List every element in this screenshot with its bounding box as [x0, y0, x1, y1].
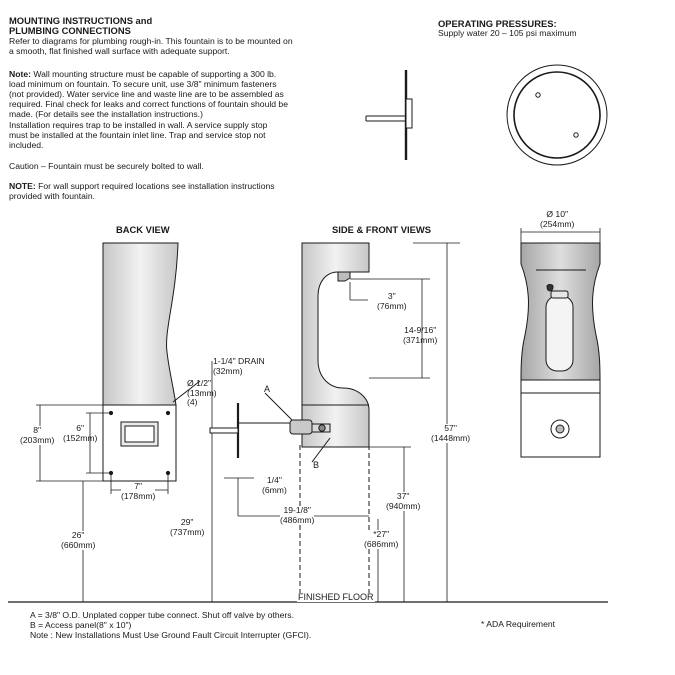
note2-line-2: provided with fountain.: [9, 191, 95, 201]
note1-line-6: Installation requires trap to be install…: [9, 120, 268, 130]
back-view: [102, 242, 201, 482]
caution-text: Caution – Fountain must be securely bolt…: [9, 161, 204, 171]
dim-6-value: 6"(152mm): [63, 423, 98, 443]
dim-7-value: 7"(178mm): [121, 481, 156, 502]
dim-hole-value: Ø 1/2"(13mm)(4): [187, 378, 217, 408]
side-front-views-label: SIDE & FRONT VIEWS: [332, 224, 431, 235]
intro-line-1: Refer to diagrams for plumbing rough-in.…: [9, 36, 293, 46]
label-a: A: [264, 384, 271, 394]
note2-line-1: NOTE: For wall support required location…: [9, 181, 275, 191]
front-view-base: [520, 379, 601, 458]
bottle-icon: [545, 295, 574, 372]
ada-note: * ADA Requirement: [481, 619, 556, 629]
legend-a: A = 3/8" O.D. Unplated copper tube conne…: [30, 610, 294, 620]
label-a-leader: [264, 392, 293, 421]
top-view-bracket: [405, 98, 413, 129]
top-view: [365, 64, 608, 166]
instructions-title-1: MOUNTING INSTRUCTIONS and: [9, 15, 153, 26]
dim-depth-value: 19-1/8"(486mm): [280, 505, 315, 526]
back-view-label: BACK VIEW: [116, 224, 170, 235]
instructions-title-2: PLUMBING CONNECTIONS: [9, 25, 131, 36]
front-view: [520, 242, 601, 458]
label-b-leader: [311, 437, 331, 463]
back-view-hole-2: [165, 410, 171, 416]
dim-quarter-value: 1/4"(6mm): [262, 475, 287, 495]
hole-leader: [172, 380, 201, 403]
side-view: [209, 242, 370, 600]
finished-floor-label: FINISHED FLOOR: [297, 592, 375, 603]
dim-57-value: 57"(1448mm): [431, 423, 471, 444]
dim-drain-value: 1-1/4" DRAIN(32mm): [213, 356, 265, 376]
back-view-body: [102, 242, 179, 406]
dim-26-value: 26"(660mm): [61, 530, 96, 551]
side-view-spout: [337, 271, 351, 282]
note1-line-4: required. Final check for leaks and corr…: [9, 99, 288, 109]
note2-label: NOTE:: [9, 181, 36, 191]
top-view-screw-1: [535, 92, 541, 98]
top-view-screw-2: [573, 132, 579, 138]
legend-note: Note : New Installations Must Use Ground…: [30, 630, 312, 640]
note1-line-5: made. (For details see the installation …: [9, 109, 203, 119]
dim-upper-height-value: 14-9/16"(371mm): [403, 325, 438, 345]
label-b: B: [313, 460, 320, 470]
top-view-inner-circle: [513, 71, 601, 159]
note1-line-2: load minimum on fountain. To secure unit…: [9, 79, 277, 89]
side-view-valve-knob: [318, 424, 326, 432]
side-view-body: [301, 242, 370, 448]
dim-29-value: 29"(737mm): [170, 517, 205, 537]
pressures-title: OPERATING PRESSURES:: [438, 18, 557, 29]
back-view-hole-4: [165, 470, 171, 476]
note1-line-1: Note: Wall mounting structure must be ca…: [9, 69, 277, 79]
dim-27-value: *27"(686mm): [364, 529, 399, 550]
dim-8-value: 8"(203mm): [20, 425, 55, 446]
dim-spout-value: 3"(76mm): [377, 291, 407, 311]
note2-text-1: For wall support required locations see …: [35, 181, 275, 191]
side-view-valve: [289, 419, 313, 435]
note1-label: Note:: [9, 69, 31, 79]
legend-b: B = Access panel(8" x 10"): [30, 620, 132, 630]
pressures-text: Supply water 20 – 105 psi maximum: [438, 28, 577, 38]
front-view-button-core: [555, 424, 565, 434]
dim-37-value: 37"(940mm): [386, 491, 421, 512]
note1-line-7: must be installed at the fountain inlet …: [9, 130, 266, 140]
note1-line-3: (not provided). Water service line and w…: [9, 89, 284, 99]
front-view-filler: [546, 284, 554, 292]
bottle-cap: [550, 290, 569, 299]
intro-line-2: a smooth, flat finished wall surface wit…: [9, 46, 230, 56]
dim-top-width-value: Ø 10"(254mm): [540, 209, 575, 229]
back-view-panel-inner: [124, 425, 155, 443]
note1-line-8: included.: [9, 140, 44, 150]
side-view-drain-pipe: [209, 427, 239, 434]
note1-text-1: Wall mounting structure must be capable …: [30, 69, 277, 79]
